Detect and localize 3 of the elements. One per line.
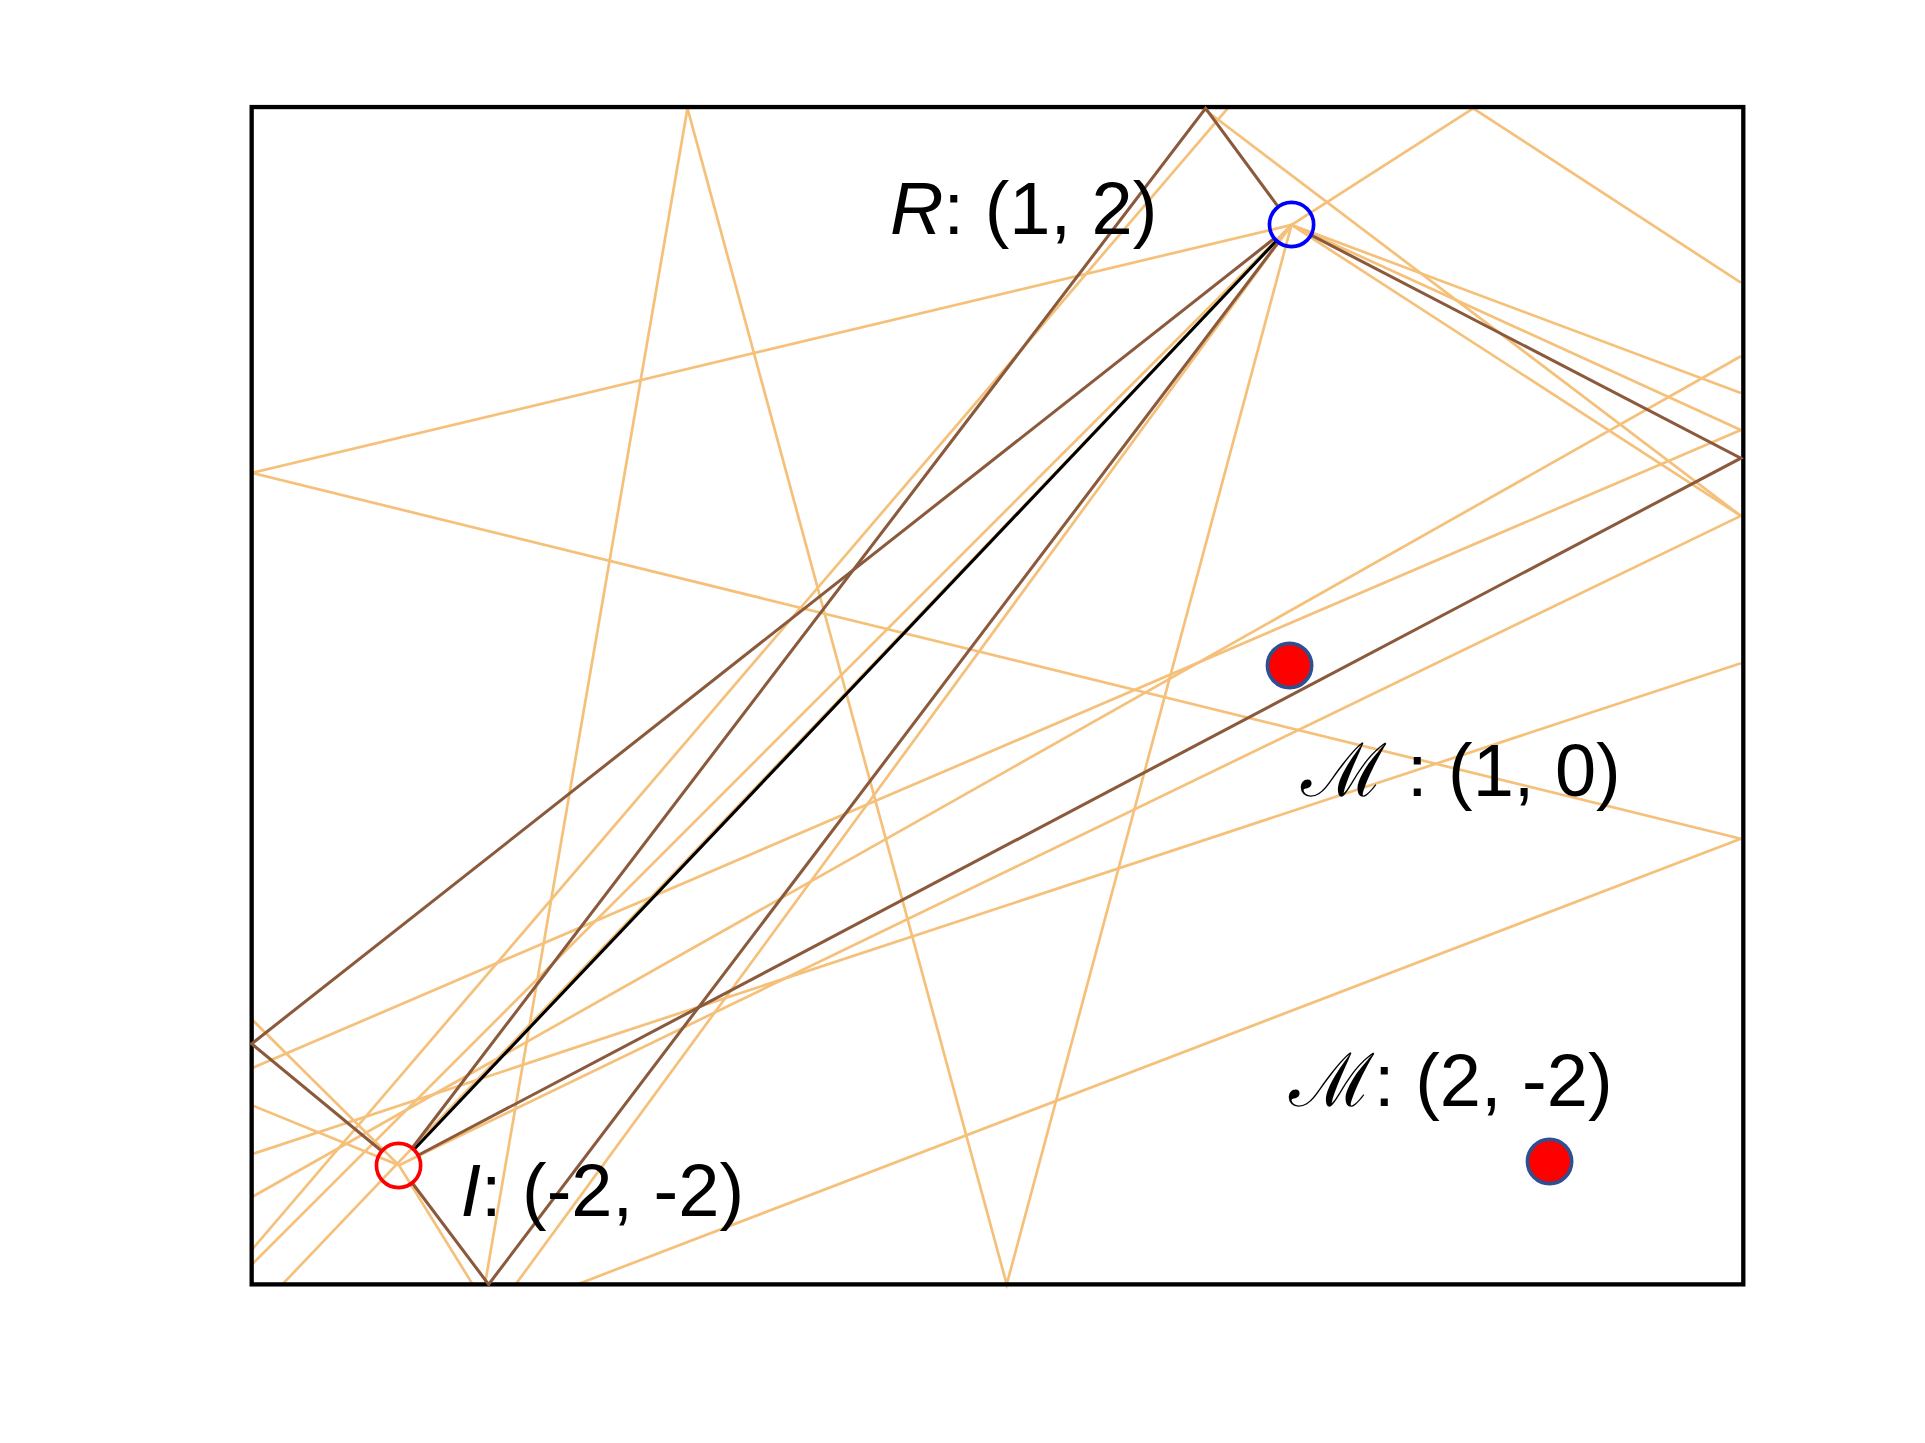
coordinate-label: ℳ : (1, 0) <box>1301 734 1621 809</box>
ray-path <box>249 237 1276 1153</box>
ray-path <box>417 233 1745 1157</box>
